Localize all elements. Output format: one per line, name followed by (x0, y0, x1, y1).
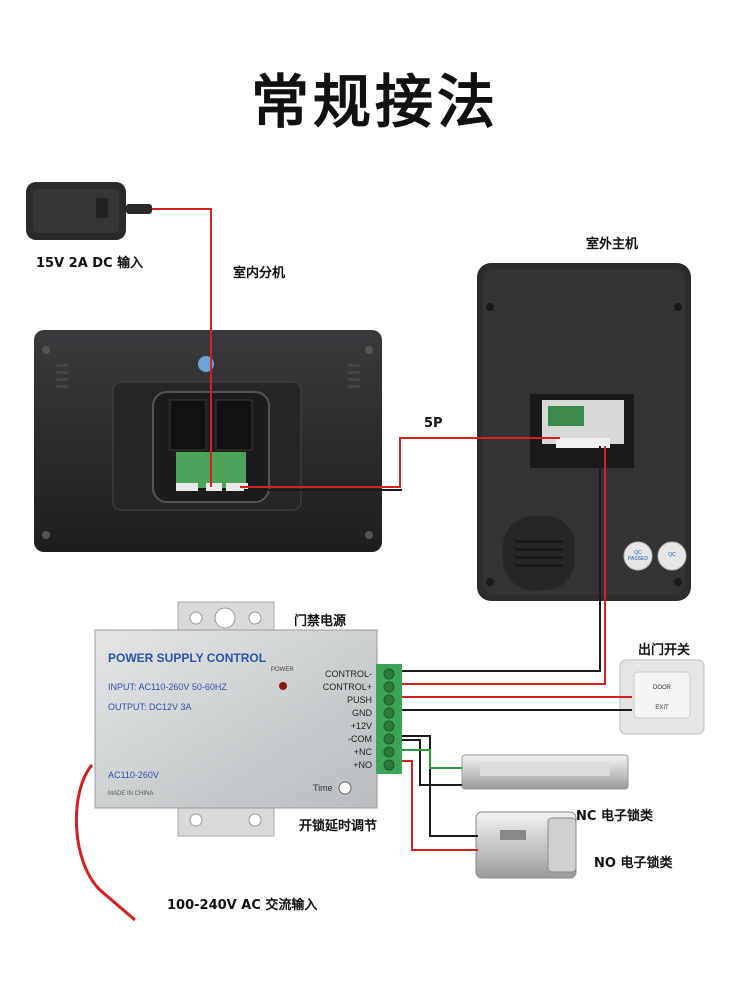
page-title: 常规接法 (250, 68, 499, 136)
outdoor-unit (477, 263, 691, 601)
terminal-label: GND (352, 708, 372, 718)
power-box-ac-range: AC110-260V (108, 770, 159, 780)
five-pin-label: 5P (424, 416, 443, 431)
qc-badge-1: QC PASSED (628, 550, 648, 562)
exit-button-device (619, 659, 705, 735)
dc-adapter (26, 182, 152, 240)
terminal-label: CONTROL- (325, 669, 372, 679)
power-led-label: POWER (271, 667, 294, 673)
no-lock-label: NO 电子锁类 (594, 856, 673, 871)
ac-input-label: 100-240V AC 交流输入 (167, 898, 318, 913)
exit-switch-label: 出门开关 (638, 643, 691, 658)
power-box-input: INPUT: AC110-260V 50-60HZ (108, 682, 227, 692)
power-box-brand: POWER SUPPLY CONTROL (108, 651, 267, 665)
magnetic-lock (461, 754, 629, 790)
terminal-labels: CONTROL- CONTROL+ PUSH GND +12V -COM +NC… (300, 668, 372, 772)
electric-lock (475, 811, 577, 879)
terminal-block (376, 664, 402, 774)
access-power-label: 门禁电源 (294, 614, 347, 629)
exit-button-bottom-text: EXIT (655, 705, 669, 711)
power-box-made-in: MADE IN CHINA (108, 791, 154, 797)
terminal-label: CONTROL+ (322, 682, 372, 692)
dc-input-label: 15V 2A DC 输入 (36, 256, 144, 271)
outdoor-unit-label: 室外主机 (586, 237, 639, 252)
power-supply-box (94, 601, 378, 837)
power-box-output: OUTPUT: DC12V 3A (108, 702, 192, 712)
power-box-time: Time (313, 783, 333, 793)
terminal-label: PUSH (346, 695, 372, 705)
indoor-unit-label: 室内分机 (233, 266, 286, 281)
terminal-label: +NO (353, 760, 372, 770)
terminal-label: +NC (353, 747, 372, 757)
wires (74, 208, 632, 922)
terminal-label: +12V (350, 721, 372, 731)
nc-lock-label: NC 电子锁类 (576, 809, 653, 824)
qc-badge-2: QC (668, 552, 676, 558)
indoor-monitor (34, 330, 382, 552)
unlock-delay-label: 开锁延时调节 (299, 819, 378, 834)
terminal-label: -COM (348, 734, 372, 744)
exit-button-top-text: DOOR (653, 685, 671, 691)
